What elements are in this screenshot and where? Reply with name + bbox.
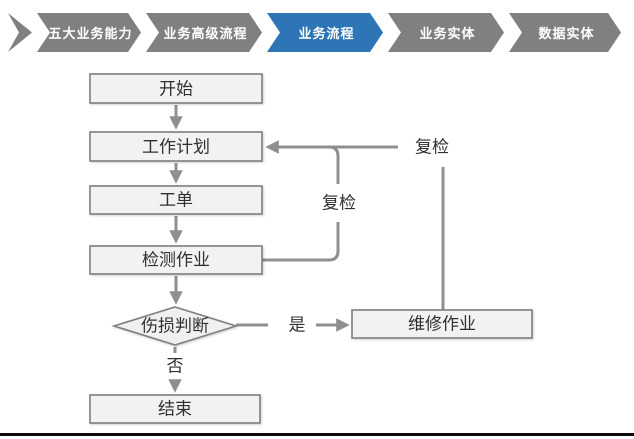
- node-end-label: 结束: [158, 400, 192, 419]
- node-work-plan: [89, 131, 263, 162]
- node-work-order: [89, 185, 263, 215]
- edge-label-recheck-outer: 复检: [415, 138, 449, 157]
- node-end: [89, 394, 261, 424]
- node-damage-judgment-label: 伤损判断: [141, 317, 209, 336]
- breadcrumb-item-data-entity[interactable]: 数据实体: [509, 13, 621, 52]
- node-work-plan-label: 工作计划: [142, 138, 210, 157]
- breadcrumb-item-label: 业务实体: [419, 26, 476, 41]
- breadcrumb-item-label: 业务流程: [298, 26, 355, 41]
- breadcrumb-item-high-level-process[interactable]: 业务高级流程: [146, 13, 262, 52]
- breadcrumb-item-business-entity[interactable]: 业务实体: [388, 13, 504, 52]
- breadcrumb-item-label: 业务高级流程: [163, 26, 248, 41]
- edge-recheck-from-inspection-top: [320, 145, 340, 184]
- node-work-order-label: 工单: [159, 191, 193, 210]
- edge-label-recheck-inner: 复检: [322, 194, 356, 213]
- edge-label-no: 否: [167, 357, 184, 376]
- node-inspection-label: 检测作业: [142, 251, 210, 270]
- node-repair: [351, 309, 533, 339]
- node-start: [89, 73, 263, 104]
- node-inspection: [89, 245, 263, 275]
- breadcrumb-item-five-capabilities[interactable]: 五大业务能力: [37, 13, 141, 52]
- node-damage-judgment: [111, 306, 239, 346]
- node-repair-label: 维修作业: [408, 315, 476, 334]
- breadcrumb-item-label: 数据实体: [538, 26, 595, 41]
- breadcrumb: 五大业务能力 业务高级流程 业务流程 业务实体 数据实体: [8, 13, 621, 52]
- edge-recheck-from-inspection-bottom: [262, 222, 340, 262]
- slide-bottom-border: [0, 433, 634, 436]
- breadcrumb-item-label: 五大业务能力: [48, 26, 133, 41]
- edge-label-yes: 是: [289, 316, 306, 335]
- node-start-label: 开始: [159, 80, 193, 99]
- breadcrumb-item-business-process[interactable]: 业务流程: [267, 13, 383, 52]
